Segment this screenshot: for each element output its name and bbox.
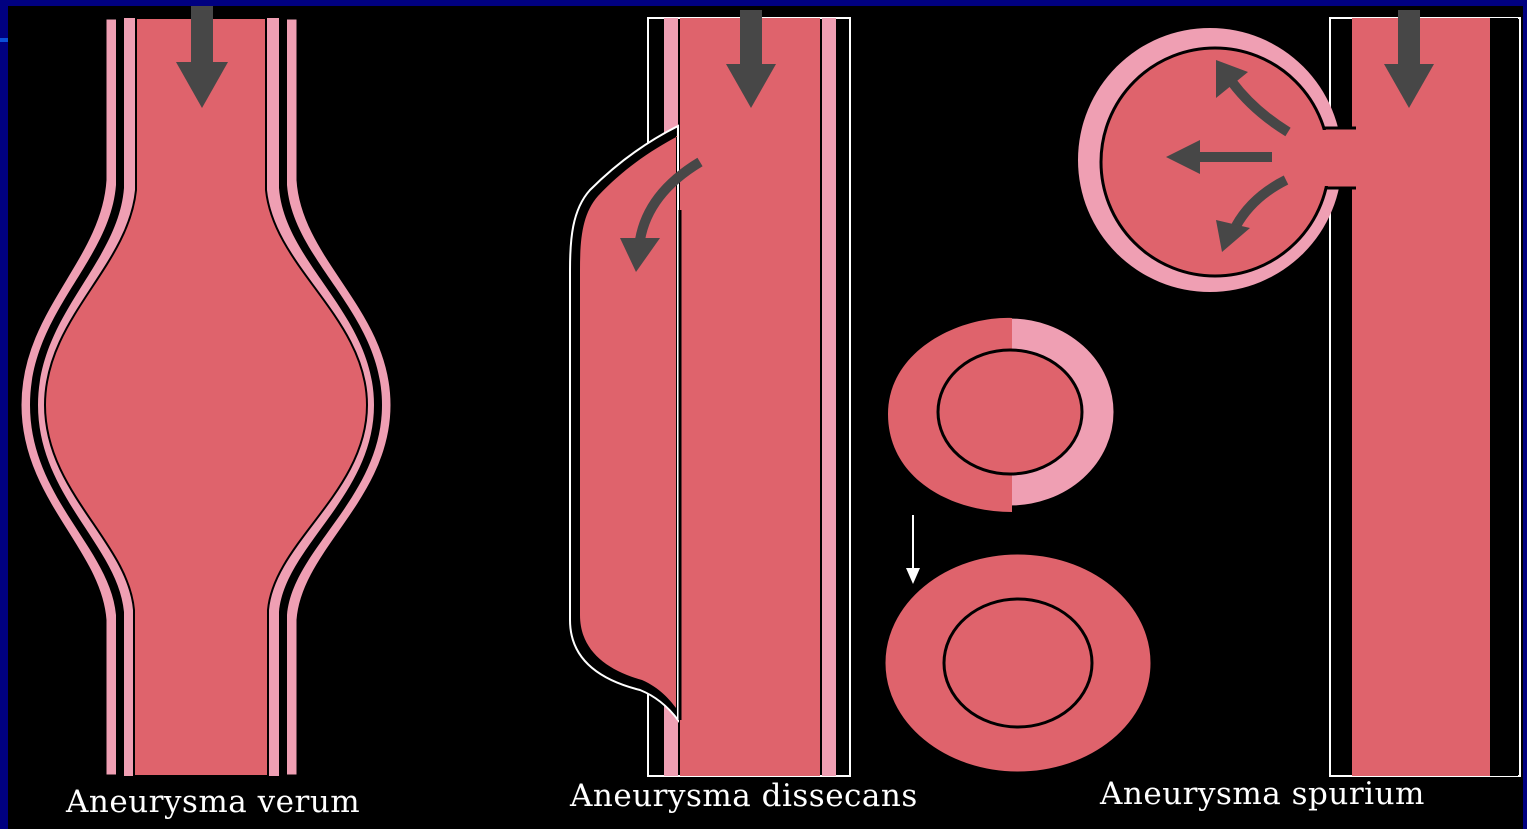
label-aneurysma-spurium: Aneurysma spurium — [1100, 776, 1425, 812]
spurium-vessel — [1330, 18, 1520, 776]
aneurysm-types-diagram — [8, 6, 1523, 829]
dissecans-cross-section-top — [888, 317, 1115, 512]
diagram-canvas: Aneurysma verum Aneurysma dissecans Aneu… — [8, 6, 1523, 829]
verum-vessel — [20, 6, 392, 776]
dissecans-down-arrow — [906, 515, 920, 584]
label-aneurysma-dissecans: Aneurysma dissecans — [570, 778, 918, 814]
dissecans-cross-section-bottom — [884, 553, 1152, 773]
dissecans-vessel — [570, 10, 850, 776]
label-aneurysma-verum: Aneurysma verum — [66, 784, 360, 820]
